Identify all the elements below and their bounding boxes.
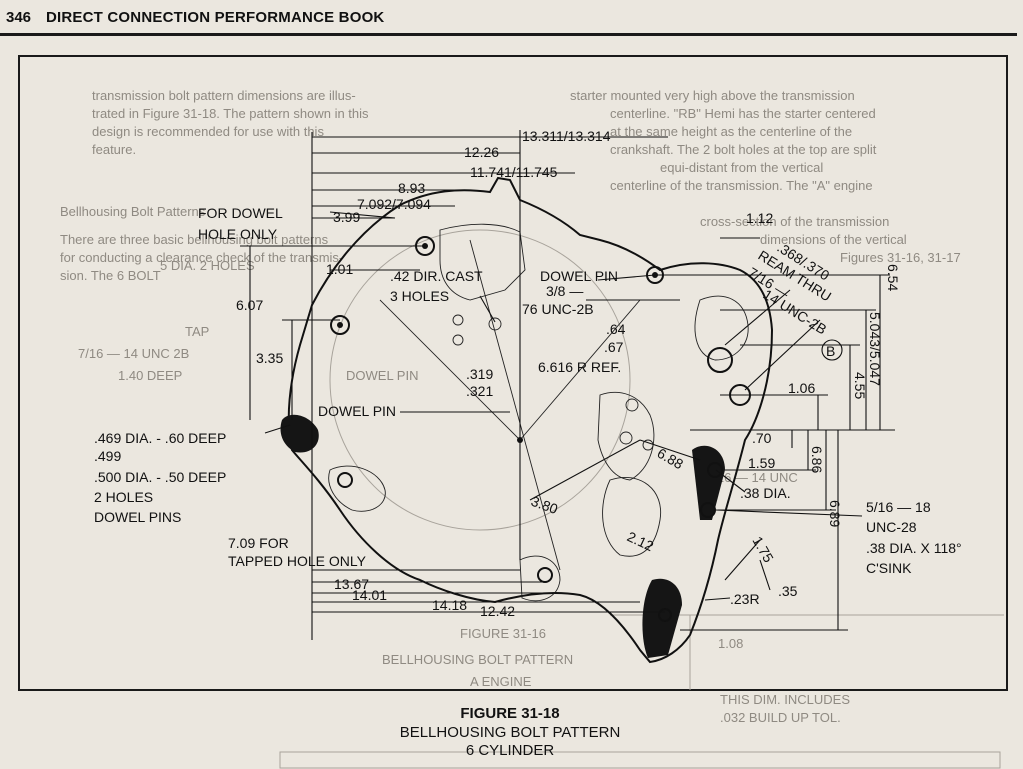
- dim-label: 14.18: [432, 597, 467, 613]
- bellhousing-outline: [280, 176, 774, 664]
- dim-label: 6.89: [827, 500, 843, 527]
- dim-label: .321: [466, 383, 493, 399]
- dim-label: 6.54: [885, 264, 901, 291]
- bleed-line: feature.: [92, 142, 136, 157]
- dim-label: TAPPED HOLE ONLY: [228, 553, 367, 569]
- dimension-labels: 13.311/13.314 12.26 11.741/11.745 8.93 7…: [228, 128, 901, 619]
- callout-right-thread: 5/16 — 18: [866, 499, 931, 515]
- dim-label: .319: [466, 366, 493, 382]
- dim-label: 1.75: [749, 534, 777, 566]
- callout-left-dia: .469 DIA. - .60 DEEP: [94, 430, 226, 446]
- bleed-line: There are three basic bellhousing bolt p…: [60, 232, 329, 247]
- callout-left-dia: .500 DIA. - .50 DEEP: [94, 469, 226, 485]
- callout-right-thread: UNC-28: [866, 519, 917, 535]
- dim-label: 6.07: [236, 297, 263, 313]
- bleed-line: starter mounted very high above the tran…: [570, 88, 855, 103]
- bleed-label: .032 BUILD UP TOL.: [720, 710, 841, 725]
- dimension-lines: [240, 130, 895, 640]
- circled-b-label: B: [826, 343, 835, 359]
- bleed-label: DOWEL PIN: [346, 368, 418, 383]
- dim-label: 6.616 R REF.: [538, 359, 621, 375]
- dim-label: 4.55: [852, 372, 868, 399]
- dim-label: 6.88: [655, 445, 687, 473]
- bleed-line: sion. The 6 BOLT: [60, 268, 161, 283]
- callout-left-dia: .499: [94, 448, 121, 464]
- bleed-line: for conducting a clearance check of the …: [60, 250, 343, 265]
- page-number: 346: [6, 9, 32, 26]
- dim-label: 1.01: [326, 261, 353, 277]
- dim-label: .35: [778, 583, 798, 599]
- dim-label: 13.311/13.314: [522, 128, 611, 144]
- bleed-label: A ENGINE: [470, 674, 532, 689]
- bleed-line: Figures 31-16, 31-17: [840, 250, 961, 265]
- bleed-label: 7/16 — 14 UNC 2B: [78, 346, 189, 361]
- callout-unc: 76 UNC-2B: [522, 301, 594, 317]
- bleed-line: equi-distant from the vertical: [660, 160, 823, 175]
- callout-dowel-pin-left: DOWEL PIN: [318, 403, 396, 419]
- callout-dir-cast: 3 HOLES: [390, 288, 449, 304]
- circled-b-marker: [821, 339, 843, 361]
- bleed-through-text: transmission bolt pattern dimensions are…: [60, 88, 1004, 769]
- dim-label: 11.741/11.745: [470, 164, 558, 180]
- figure-frame: [18, 55, 1008, 691]
- bleed-label: 7/16 — 14 UNC: [706, 470, 798, 485]
- bleed-line: crankshaft. The 2 bolt holes at the top …: [610, 142, 877, 157]
- dim-label: 6.86: [809, 446, 825, 473]
- dim-label: .38 DIA.: [740, 485, 791, 501]
- dim-label: 1.12: [746, 210, 773, 226]
- dim-label: 7.09 FOR: [228, 535, 289, 551]
- dim-label: .70: [752, 430, 772, 446]
- bleed-line: cross-section of the transmission: [700, 214, 889, 229]
- dim-label: 12.26: [464, 144, 499, 160]
- dim-label: 1.59: [748, 455, 775, 471]
- callout-left-dia: 2 HOLES: [94, 489, 153, 505]
- dim-label: 5.043/5.047: [867, 312, 883, 386]
- bleed-line: at the same height as the centerline of …: [610, 124, 852, 139]
- dim-label: 3.35: [256, 350, 283, 366]
- bleed-line: transmission bolt pattern dimensions are…: [92, 88, 356, 103]
- dim-label: .67: [604, 339, 624, 355]
- dim-label: 8.93: [398, 180, 425, 196]
- callout-left-dia: DOWEL PINS: [94, 509, 181, 525]
- callout-dir-cast: .42 DIR. CAST: [390, 268, 483, 284]
- bleed-label: THIS DIM. INCLUDES: [720, 692, 850, 707]
- callout-dowel-hole: FOR DOWEL: [198, 205, 283, 221]
- bleed-label: FIGURE 31-16: [460, 626, 546, 641]
- callout-dowel-pin: DOWEL PIN: [540, 268, 618, 284]
- bleed-label: 1.40 DEEP: [118, 368, 182, 383]
- bleed-label: TAP: [185, 324, 209, 339]
- callout-right-thread: C'SINK: [866, 560, 912, 576]
- dim-label: 2.12: [625, 528, 657, 554]
- callout-right-thread: .38 DIA. X 118°: [866, 540, 962, 556]
- bleed-line: design is recommended for use with this: [92, 124, 324, 139]
- figure-number: FIGURE 31-18: [460, 705, 560, 722]
- bleed-line: centerline of the transmission. The "A" …: [610, 178, 873, 193]
- dim-label: 7.092/7.094: [357, 196, 431, 212]
- bleed-line: Bellhousing Bolt Patterns: [60, 204, 206, 219]
- bleed-line: dimensions of the vertical: [760, 232, 907, 247]
- bleed-label: 5 DIA. 2 HOLES: [160, 258, 255, 273]
- dim-label: 1.06: [788, 380, 815, 396]
- header-rule: [0, 33, 1017, 36]
- callout-unc: 3/8 —: [546, 283, 583, 299]
- bleed-line: centerline. "RB" Hemi has the starter ce…: [610, 106, 876, 121]
- bleed-label: 1.08: [718, 636, 743, 651]
- book-title: DIRECT CONNECTION PERFORMANCE BOOK: [46, 9, 385, 26]
- dim-label: 12.42: [480, 603, 515, 619]
- figure-title-line1: BELLHOUSING BOLT PATTERN: [399, 724, 621, 741]
- bleed-line: trated in Figure 31-18. The pattern show…: [92, 106, 369, 121]
- dim-label: 3.99: [333, 209, 360, 225]
- dim-label: .64: [606, 321, 626, 337]
- bleed-label: BELLHOUSING BOLT PATTERN: [382, 652, 573, 667]
- dim-label: 13.67: [334, 576, 369, 592]
- callout-dowel-hole: HOLE ONLY: [198, 226, 278, 242]
- dim-label: .23R: [730, 591, 760, 607]
- figure-title-line2: 6 CYLINDER: [465, 742, 555, 759]
- dim-label: 14.01: [352, 587, 387, 603]
